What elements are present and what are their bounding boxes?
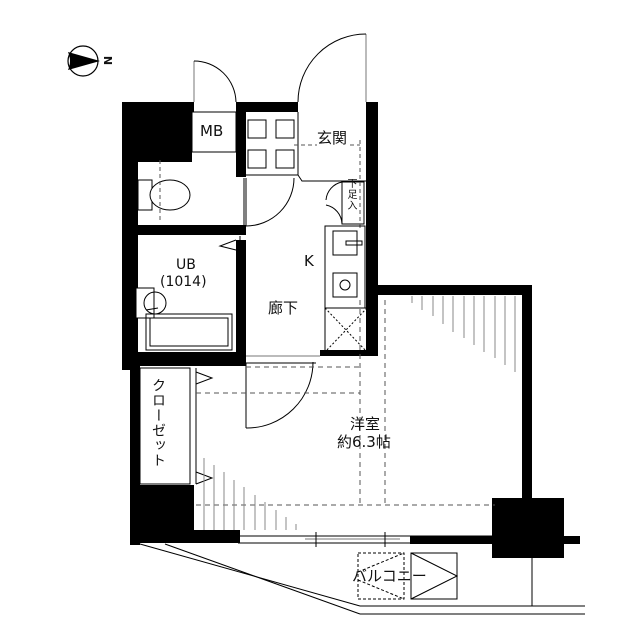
hatching-bottom-left — [203, 458, 297, 530]
balcony-window — [238, 532, 492, 547]
evacuation-hatch-icon — [357, 552, 459, 600]
toilet-door-icon — [245, 177, 295, 227]
closet — [139, 367, 214, 485]
room-size-western-room: 約6.3帖 — [337, 433, 391, 451]
mb-box — [191, 111, 237, 153]
room-label-balcony: バルコニー — [352, 567, 427, 585]
shoe-box — [325, 140, 365, 230]
room-label-mb: MB — [200, 122, 224, 140]
kitchen-fixtures — [324, 225, 368, 353]
room-label-corridor: 廊下 — [268, 299, 299, 317]
hatching-top-right — [411, 296, 516, 372]
room-size-bath: (1014) — [160, 274, 207, 290]
room-label-bath: UB — [176, 257, 196, 273]
ceiling-dashed-lines — [196, 300, 495, 506]
room-door-icon — [245, 355, 320, 429]
compass-label: N — [101, 55, 115, 66]
entrance-door-icon — [297, 33, 367, 103]
room-label-shoe-box: 下足入 — [345, 178, 356, 211]
mb-door-icon — [193, 60, 237, 103]
room-label-entrance: 玄関 — [317, 129, 348, 147]
bath-fixtures — [135, 236, 241, 352]
walls — [122, 102, 580, 558]
north-arrow-icon — [67, 45, 100, 77]
room-label-western-room: 洋室 — [350, 415, 381, 433]
room-label-closet: クローゼット — [150, 378, 166, 468]
entrance-tile-grid — [246, 112, 366, 182]
balcony-outline — [139, 543, 585, 615]
toilet-icon — [137, 160, 191, 222]
room-label-kitchen: K — [304, 252, 314, 270]
